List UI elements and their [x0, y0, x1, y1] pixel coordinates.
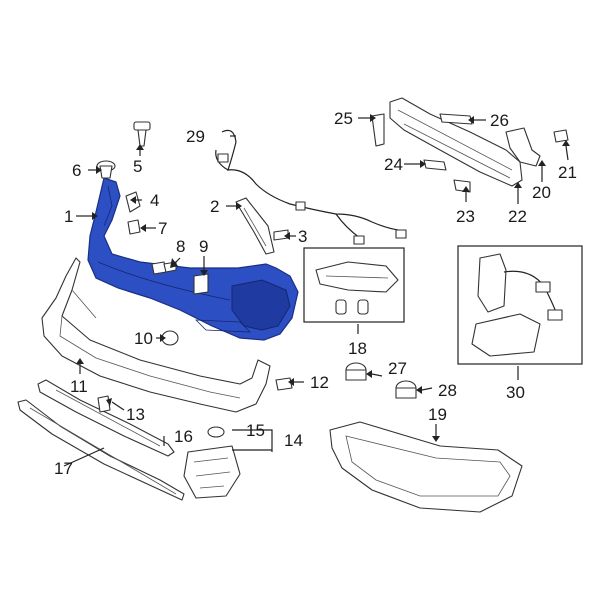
callout-labels: 1 2 3 4 5 6 7 8 9 10 11 12 13 14 15 16 1… [54, 109, 577, 478]
callout-23: 23 [456, 207, 475, 226]
bracket-25[interactable] [371, 113, 385, 147]
wiring-harness[interactable] [215, 129, 407, 245]
inset-box-18 [303, 247, 405, 323]
callout-26: 26 [490, 111, 509, 130]
callout-2: 2 [210, 197, 219, 216]
pad-26[interactable] [439, 113, 473, 125]
bumper-cover-highlighted[interactable] [87, 177, 299, 341]
inset-box-30 [457, 245, 583, 365]
clip-fastener[interactable] [96, 160, 116, 179]
parking-sensor-27[interactable] [345, 362, 367, 381]
lower-bracket-assembly[interactable] [183, 426, 241, 499]
callout-19: 19 [428, 405, 447, 424]
callout-20: 20 [532, 183, 551, 202]
lower-trim-strip[interactable] [37, 379, 175, 457]
callout-30: 30 [506, 383, 525, 402]
reflector-plate[interactable] [193, 273, 209, 295]
bolt-21[interactable] [553, 129, 569, 143]
callout-15: 15 [246, 421, 265, 440]
callout-5: 5 [133, 157, 142, 176]
fog-lamp-assembly[interactable] [315, 261, 399, 293]
callout-11: 11 [70, 377, 88, 396]
lamp-bulbs[interactable] [335, 299, 369, 315]
small-cap[interactable] [97, 395, 111, 413]
callout-21: 21 [558, 163, 577, 182]
callout-12: 12 [310, 373, 329, 392]
callout-25: 25 [334, 109, 353, 128]
callout-4: 4 [150, 191, 159, 210]
nut-plate[interactable] [127, 219, 141, 235]
callout-14: 14 [284, 431, 303, 450]
module-bracket[interactable] [477, 253, 507, 313]
lamp-housing-19[interactable] [329, 421, 523, 513]
callout-28: 28 [438, 381, 457, 400]
callout-17: 17 [54, 459, 73, 478]
lower-bumper-frame[interactable] [41, 257, 271, 413]
callout-18: 18 [348, 339, 367, 358]
callout-29: 29 [186, 127, 205, 146]
callout-9: 9 [199, 237, 208, 256]
callout-6: 6 [72, 161, 81, 180]
callout-27: 27 [388, 359, 407, 378]
reinforcement-beam[interactable] [389, 97, 523, 187]
push-pin-fastener[interactable] [133, 121, 151, 147]
mount-bracket-20[interactable] [505, 127, 541, 167]
callout-1: 1 [64, 207, 73, 226]
callout-16: 16 [174, 427, 193, 446]
callout-3: 3 [298, 227, 307, 246]
callout-22: 22 [508, 207, 527, 226]
callout-8: 8 [176, 237, 185, 256]
callout-24: 24 [384, 155, 403, 174]
lower-diffuser-strip[interactable] [17, 399, 185, 501]
bolt-12[interactable] [275, 377, 293, 391]
side-bracket-strip[interactable] [235, 197, 275, 255]
control-module[interactable] [471, 313, 541, 357]
leader-lines [63, 114, 570, 467]
callout-7: 7 [158, 219, 167, 238]
callout-13: 13 [126, 405, 145, 424]
module-harness[interactable] [503, 270, 563, 321]
callout-10: 10 [134, 329, 153, 348]
pad-24[interactable] [423, 159, 447, 171]
parking-sensor-28[interactable] [395, 380, 417, 399]
